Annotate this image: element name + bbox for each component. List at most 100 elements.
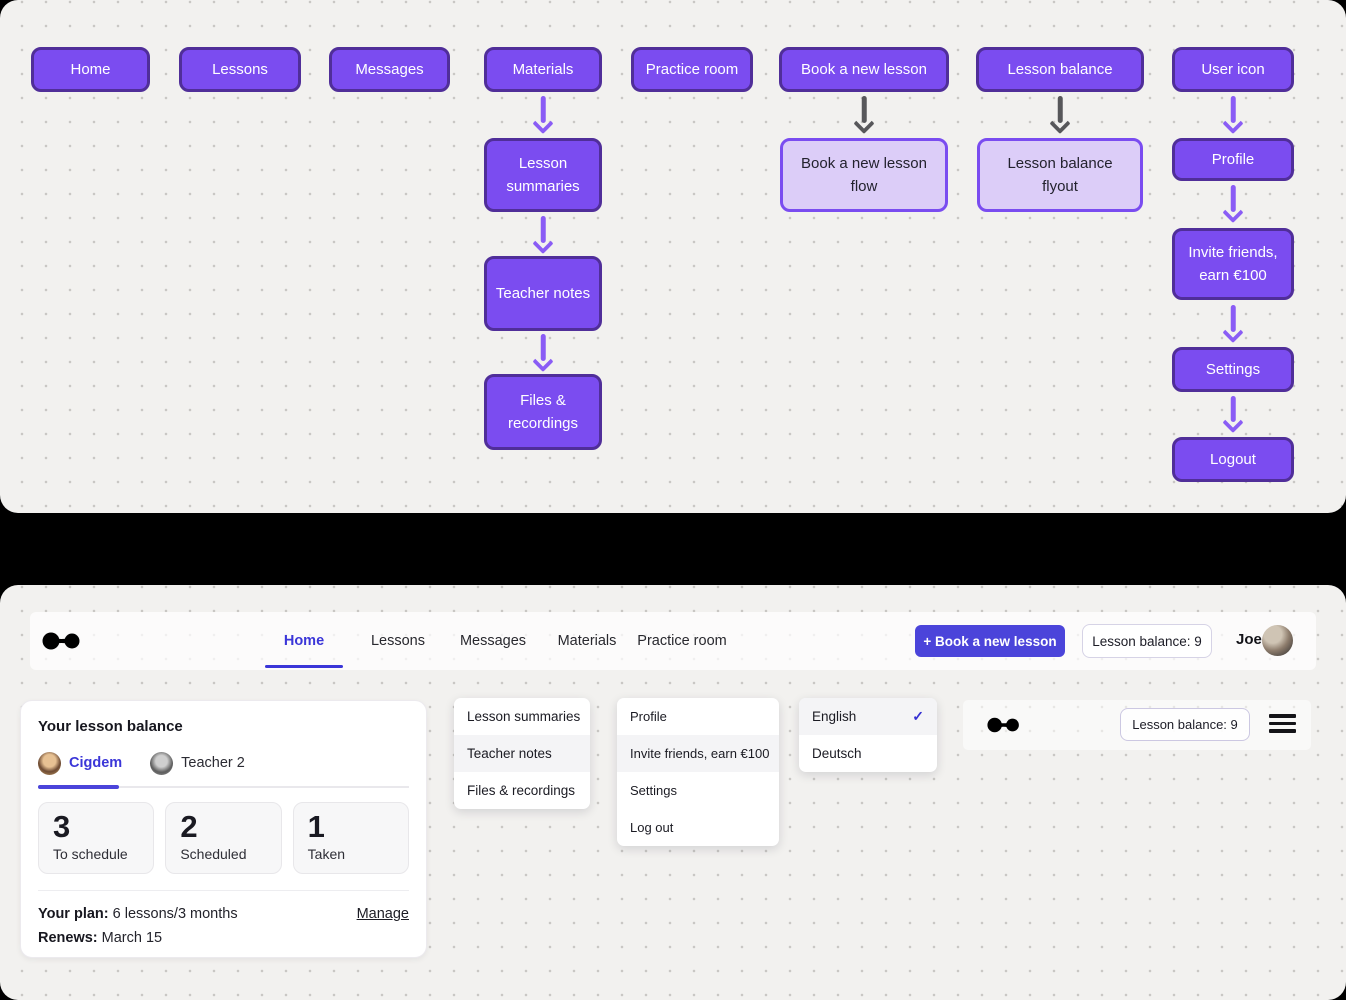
flow-node-label: Lessons [212, 60, 268, 78]
menu-item-english[interactable]: English ✓ [799, 698, 937, 735]
flow-node-practice-room: Practice room [631, 47, 753, 92]
chatterbug-logo-icon[interactable] [42, 632, 82, 650]
menu-item-deutsch[interactable]: Deutsch [799, 735, 937, 772]
flow-node-logout: Logout [1172, 437, 1294, 482]
card-divider [38, 890, 409, 891]
stat-to-schedule: 3 To schedule [38, 802, 155, 874]
menu-item-settings[interactable]: Settings [630, 783, 677, 798]
flow-node-user-icon: User icon [1172, 47, 1294, 92]
stat-value: 3 [53, 809, 71, 844]
tab-label: Cigdem [69, 755, 123, 771]
flow-node-lesson-balance: Lesson balance [976, 47, 1144, 92]
flow-node-lesson-summaries: Lesson summaries [484, 138, 602, 212]
stat-label: Taken [307, 845, 346, 862]
cigdem-avatar-icon [38, 751, 61, 775]
flow-node-materials: Materials [484, 47, 602, 92]
app-header: Home Lessons Messages Materials Practice… [30, 612, 1316, 670]
flow-node-label: Lesson balance flyout [1007, 154, 1113, 195]
arrow-down-icon [530, 96, 556, 135]
stat-taken: 1 Taken [292, 802, 409, 874]
nav-lessons[interactable]: Lessons [370, 633, 426, 649]
stat-value: 1 [307, 809, 325, 844]
active-nav-underline [265, 664, 343, 668]
flow-node-label: Lesson balance [1007, 60, 1113, 78]
nav-practice-room[interactable]: Practice room [637, 633, 727, 649]
menu-item-invite-friends[interactable]: Invite friends, earn €100 [617, 735, 779, 772]
menu-item-log-out[interactable]: Log out [630, 820, 674, 835]
plan-text: Your plan: 6 lessons/3 months [38, 906, 238, 922]
chatterbug-logo-icon[interactable] [987, 717, 1021, 733]
menu-item-profile[interactable]: Profile [630, 709, 667, 724]
stat-label: To schedule [53, 845, 128, 862]
language-label: Deutsch [812, 746, 862, 761]
language-dropdown-menu: English ✓ Deutsch [799, 698, 937, 772]
tab-label: Teacher 2 [181, 755, 245, 771]
tab-cigdem[interactable]: Cigdem [38, 751, 123, 775]
ui-mockup-canvas: Home Lessons Messages Materials Practice… [0, 585, 1346, 1000]
user-avatar[interactable] [1262, 625, 1293, 656]
renews-label: Renews: [38, 930, 98, 946]
menu-item-teacher-notes[interactable]: Teacher notes [454, 735, 590, 772]
stat-value: 2 [180, 809, 198, 844]
lesson-balance-card: Your lesson balance Cigdem Teacher 2 3 T… [20, 700, 427, 958]
nav-messages[interactable]: Messages [459, 633, 527, 649]
flow-node-lessons: Lessons [179, 47, 301, 92]
arrow-down-icon [1220, 96, 1246, 135]
flow-node-label: User icon [1201, 60, 1265, 78]
arrow-down-icon [1220, 305, 1246, 344]
manage-link[interactable]: Manage [356, 906, 409, 922]
flow-node-book-new-lesson: Book a new lesson [779, 47, 949, 92]
menu-item-files-recordings[interactable]: Files & recordings [467, 783, 576, 798]
flow-node-label: Files & recordings [507, 391, 579, 432]
user-name[interactable]: Joe [1236, 631, 1262, 648]
flow-node-files-recordings: Files & recordings [484, 374, 602, 450]
materials-dropdown-menu: Lesson summaries Teacher notes Files & r… [454, 698, 590, 809]
arrow-down-icon [851, 96, 877, 135]
menu-item-lesson-summaries[interactable]: Lesson summaries [467, 709, 581, 724]
flow-node-label: Teacher notes [495, 284, 591, 302]
flow-node-label: Practice room [645, 60, 739, 78]
flow-node-label: Home [70, 60, 111, 78]
book-new-lesson-button[interactable]: + Book a new lesson [915, 625, 1065, 657]
flow-node-invite-friends: Invite friends, earn €100 [1172, 228, 1294, 300]
flow-node-settings: Settings [1172, 347, 1294, 392]
flow-node-teacher-notes: Teacher notes [484, 256, 602, 331]
flow-node-label: Lesson summaries [506, 154, 580, 195]
lesson-balance-text: Lesson balance: 9 [1132, 717, 1238, 732]
plan-value: 6 lessons/3 months [108, 906, 238, 922]
card-title: Your lesson balance [38, 718, 183, 735]
user-dropdown-menu: Profile Invite friends, earn €100 Settin… [617, 698, 779, 846]
flowchart-canvas: Home Lessons Messages Materials Practice… [0, 0, 1346, 513]
arrow-down-icon [1047, 96, 1073, 135]
flow-node-balance-flyout: Lesson balance flyout [977, 138, 1143, 212]
nav-materials[interactable]: Materials [557, 633, 617, 649]
flow-node-label: Book a new lesson [801, 60, 927, 78]
flow-node-book-lesson-flow: Book a new lesson flow [780, 138, 948, 212]
plan-label: Your plan: [38, 906, 109, 922]
stat-label: Scheduled [180, 845, 247, 862]
lesson-balance-text: Lesson balance: 9 [1092, 633, 1202, 649]
renews-value: March 15 [97, 930, 163, 946]
flow-node-messages: Messages [329, 47, 450, 92]
arrow-down-icon [530, 334, 556, 373]
flow-node-label: Profile [1211, 150, 1255, 168]
lesson-balance-pill[interactable]: Lesson balance: 9 [1082, 624, 1212, 658]
lesson-balance-pill[interactable]: Lesson balance: 9 [1120, 708, 1250, 741]
arrow-down-icon [530, 216, 556, 255]
hamburger-menu-icon[interactable] [1269, 714, 1296, 737]
nav-home[interactable]: Home [283, 633, 325, 649]
flow-node-label: Materials [512, 60, 574, 78]
flow-node-label: Book a new lesson flow [801, 154, 927, 195]
teacher-tabs: Cigdem Teacher 2 [38, 750, 409, 776]
tab-divider [38, 785, 409, 789]
flow-node-profile: Profile [1172, 138, 1294, 181]
language-label: English [812, 709, 857, 724]
flow-node-label: Logout [1210, 450, 1256, 468]
arrow-down-icon [1220, 185, 1246, 224]
flow-node-label: Invite friends, earn €100 [1188, 243, 1278, 284]
tab-teacher-2[interactable]: Teacher 2 [150, 751, 245, 775]
plan-row: Your plan: 6 lessons/3 months Manage [38, 906, 409, 922]
flow-node-label: Messages [355, 60, 424, 78]
arrow-down-icon [1220, 396, 1246, 434]
